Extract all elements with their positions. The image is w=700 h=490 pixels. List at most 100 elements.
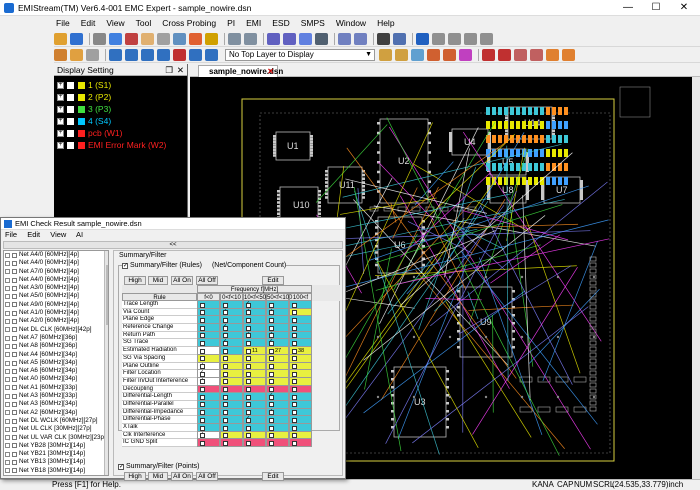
net-checkbox[interactable] bbox=[12, 410, 17, 416]
net-checkbox[interactable] bbox=[12, 360, 17, 366]
rule-cell[interactable] bbox=[289, 324, 312, 332]
net-list-item[interactable]: Net A5/0 [60MHz][4p] bbox=[4, 292, 108, 300]
net-checkbox[interactable] bbox=[12, 319, 17, 325]
expand-icon[interactable] bbox=[5, 360, 10, 366]
points-high-button[interactable]: High bbox=[124, 472, 146, 481]
rule-cell[interactable] bbox=[220, 331, 243, 340]
monitor-icon[interactable] bbox=[416, 32, 429, 45]
rule-cell[interactable] bbox=[289, 393, 312, 401]
rule-cell[interactable] bbox=[266, 331, 289, 340]
net-checkbox[interactable] bbox=[12, 310, 17, 316]
rules-checkbox[interactable]: ✓ bbox=[122, 262, 129, 269]
expand-icon[interactable] bbox=[5, 451, 10, 457]
check-menu-view[interactable]: View bbox=[50, 230, 67, 239]
rule-cell[interactable]: 24 bbox=[197, 385, 232, 394]
rule-cell[interactable] bbox=[243, 439, 266, 448]
open-icon[interactable] bbox=[54, 32, 67, 45]
expand-icon[interactable] bbox=[5, 377, 10, 383]
rule-cell[interactable] bbox=[220, 385, 243, 394]
net-list-item[interactable]: Net UL CLK [30MHz][27p] bbox=[4, 425, 108, 433]
rules-all-off-button[interactable]: All Off bbox=[196, 276, 218, 285]
rule-row[interactable]: Filter In/Out Interference bbox=[122, 377, 340, 386]
net-list-item[interactable]: Net A9/0 [60MHz][4p] bbox=[4, 301, 108, 309]
hand-icon[interactable] bbox=[141, 32, 154, 45]
rule-row[interactable]: Differential-Parallel bbox=[122, 400, 340, 409]
rule-cell[interactable] bbox=[197, 431, 220, 440]
expand-icon[interactable]: + bbox=[57, 141, 64, 149]
rule-cell[interactable] bbox=[197, 416, 220, 424]
net-list-item[interactable]: Net A4/0 [60MHz][4p] bbox=[4, 276, 108, 284]
pi-icon[interactable] bbox=[459, 48, 472, 61]
layer-select[interactable]: No Top Layer to Display ▼ bbox=[225, 48, 375, 61]
rule-cell[interactable] bbox=[289, 354, 312, 363]
net-list-item[interactable]: Net A4/0 [60MHz][4p] bbox=[4, 259, 108, 267]
rule-cell[interactable] bbox=[266, 339, 289, 348]
zoom-all-icon[interactable] bbox=[109, 48, 122, 61]
rule-cell[interactable] bbox=[220, 439, 243, 448]
layer-checkbox[interactable] bbox=[67, 81, 74, 89]
rule-cell[interactable] bbox=[220, 347, 243, 355]
expand-icon[interactable] bbox=[5, 260, 10, 266]
menu-smps[interactable]: SMPS bbox=[300, 18, 325, 28]
layer-row[interactable]: +pcb (W1) bbox=[54, 127, 187, 139]
rule-cell[interactable] bbox=[220, 416, 243, 424]
rule-cell[interactable] bbox=[197, 408, 220, 417]
rule-cell[interactable] bbox=[243, 324, 266, 332]
expand-icon[interactable] bbox=[5, 352, 10, 358]
rule-cell[interactable] bbox=[220, 377, 243, 386]
rule-cell[interactable] bbox=[197, 362, 220, 371]
layer-row[interactable]: +EMI Error Mark (W2) bbox=[54, 139, 187, 151]
report-icon[interactable] bbox=[546, 48, 559, 61]
net-list-item[interactable]: Net A2 [60MHz][34p] bbox=[4, 409, 108, 417]
rule-cell[interactable]: 11 bbox=[243, 347, 266, 355]
rule-cell[interactable] bbox=[266, 308, 289, 317]
layer-checkbox[interactable] bbox=[67, 93, 74, 101]
rule-cell[interactable] bbox=[220, 408, 243, 417]
expand-icon[interactable] bbox=[5, 385, 10, 391]
emi-check-icon[interactable] bbox=[427, 48, 440, 61]
expand-icon[interactable] bbox=[5, 277, 10, 283]
rule-cell[interactable] bbox=[197, 354, 220, 363]
net-checkbox[interactable] bbox=[12, 385, 17, 391]
net-checkbox[interactable] bbox=[12, 443, 17, 449]
net-checkbox[interactable] bbox=[12, 260, 17, 266]
rule-cell[interactable] bbox=[243, 354, 266, 363]
net-checkbox[interactable] bbox=[12, 377, 17, 383]
net-checkbox[interactable] bbox=[12, 294, 17, 300]
rule-cell[interactable] bbox=[220, 431, 243, 440]
delete-icon[interactable] bbox=[125, 32, 138, 45]
expand-icon[interactable] bbox=[5, 435, 10, 441]
rule-cell[interactable] bbox=[197, 424, 220, 432]
rule-cell[interactable] bbox=[266, 370, 289, 378]
expand-icon[interactable] bbox=[5, 393, 10, 399]
rule-cell[interactable] bbox=[289, 362, 312, 371]
rule-cell[interactable] bbox=[289, 370, 312, 378]
rule-cell[interactable] bbox=[243, 331, 266, 340]
rules-all-on-button[interactable]: All On bbox=[171, 276, 193, 285]
rule-row[interactable]: XTalk bbox=[122, 424, 340, 432]
expand-icon[interactable] bbox=[5, 294, 10, 300]
rule-row[interactable]: Reference Change bbox=[122, 324, 340, 332]
rule-cell[interactable] bbox=[243, 362, 266, 371]
rule-cell[interactable] bbox=[243, 308, 266, 317]
rule-cell[interactable] bbox=[243, 370, 266, 378]
net-list-item[interactable]: Net A6 [60MHz][34p] bbox=[4, 367, 108, 375]
net-checkbox[interactable] bbox=[12, 460, 17, 466]
print-icon[interactable] bbox=[189, 32, 202, 45]
net-checkbox[interactable] bbox=[12, 368, 17, 374]
maximize-button[interactable]: ☐ bbox=[651, 2, 661, 13]
net-checkbox[interactable] bbox=[12, 302, 17, 308]
rule-cell[interactable] bbox=[289, 400, 312, 409]
expand-icon[interactable]: + bbox=[57, 129, 64, 137]
rule-cell[interactable] bbox=[197, 316, 220, 325]
minimize-button[interactable]: — bbox=[623, 2, 633, 13]
layer-checkbox[interactable] bbox=[67, 129, 74, 137]
rule-cell[interactable] bbox=[243, 431, 266, 440]
flag-icon[interactable] bbox=[173, 48, 186, 61]
expand-icon[interactable]: + bbox=[57, 105, 64, 113]
menu-esd[interactable]: ESD bbox=[272, 18, 290, 28]
net-checkbox[interactable] bbox=[12, 352, 17, 358]
layer-row[interactable]: +3 (P3) bbox=[54, 103, 187, 115]
rule-cell[interactable] bbox=[243, 424, 266, 432]
rule-cell[interactable] bbox=[220, 424, 243, 432]
